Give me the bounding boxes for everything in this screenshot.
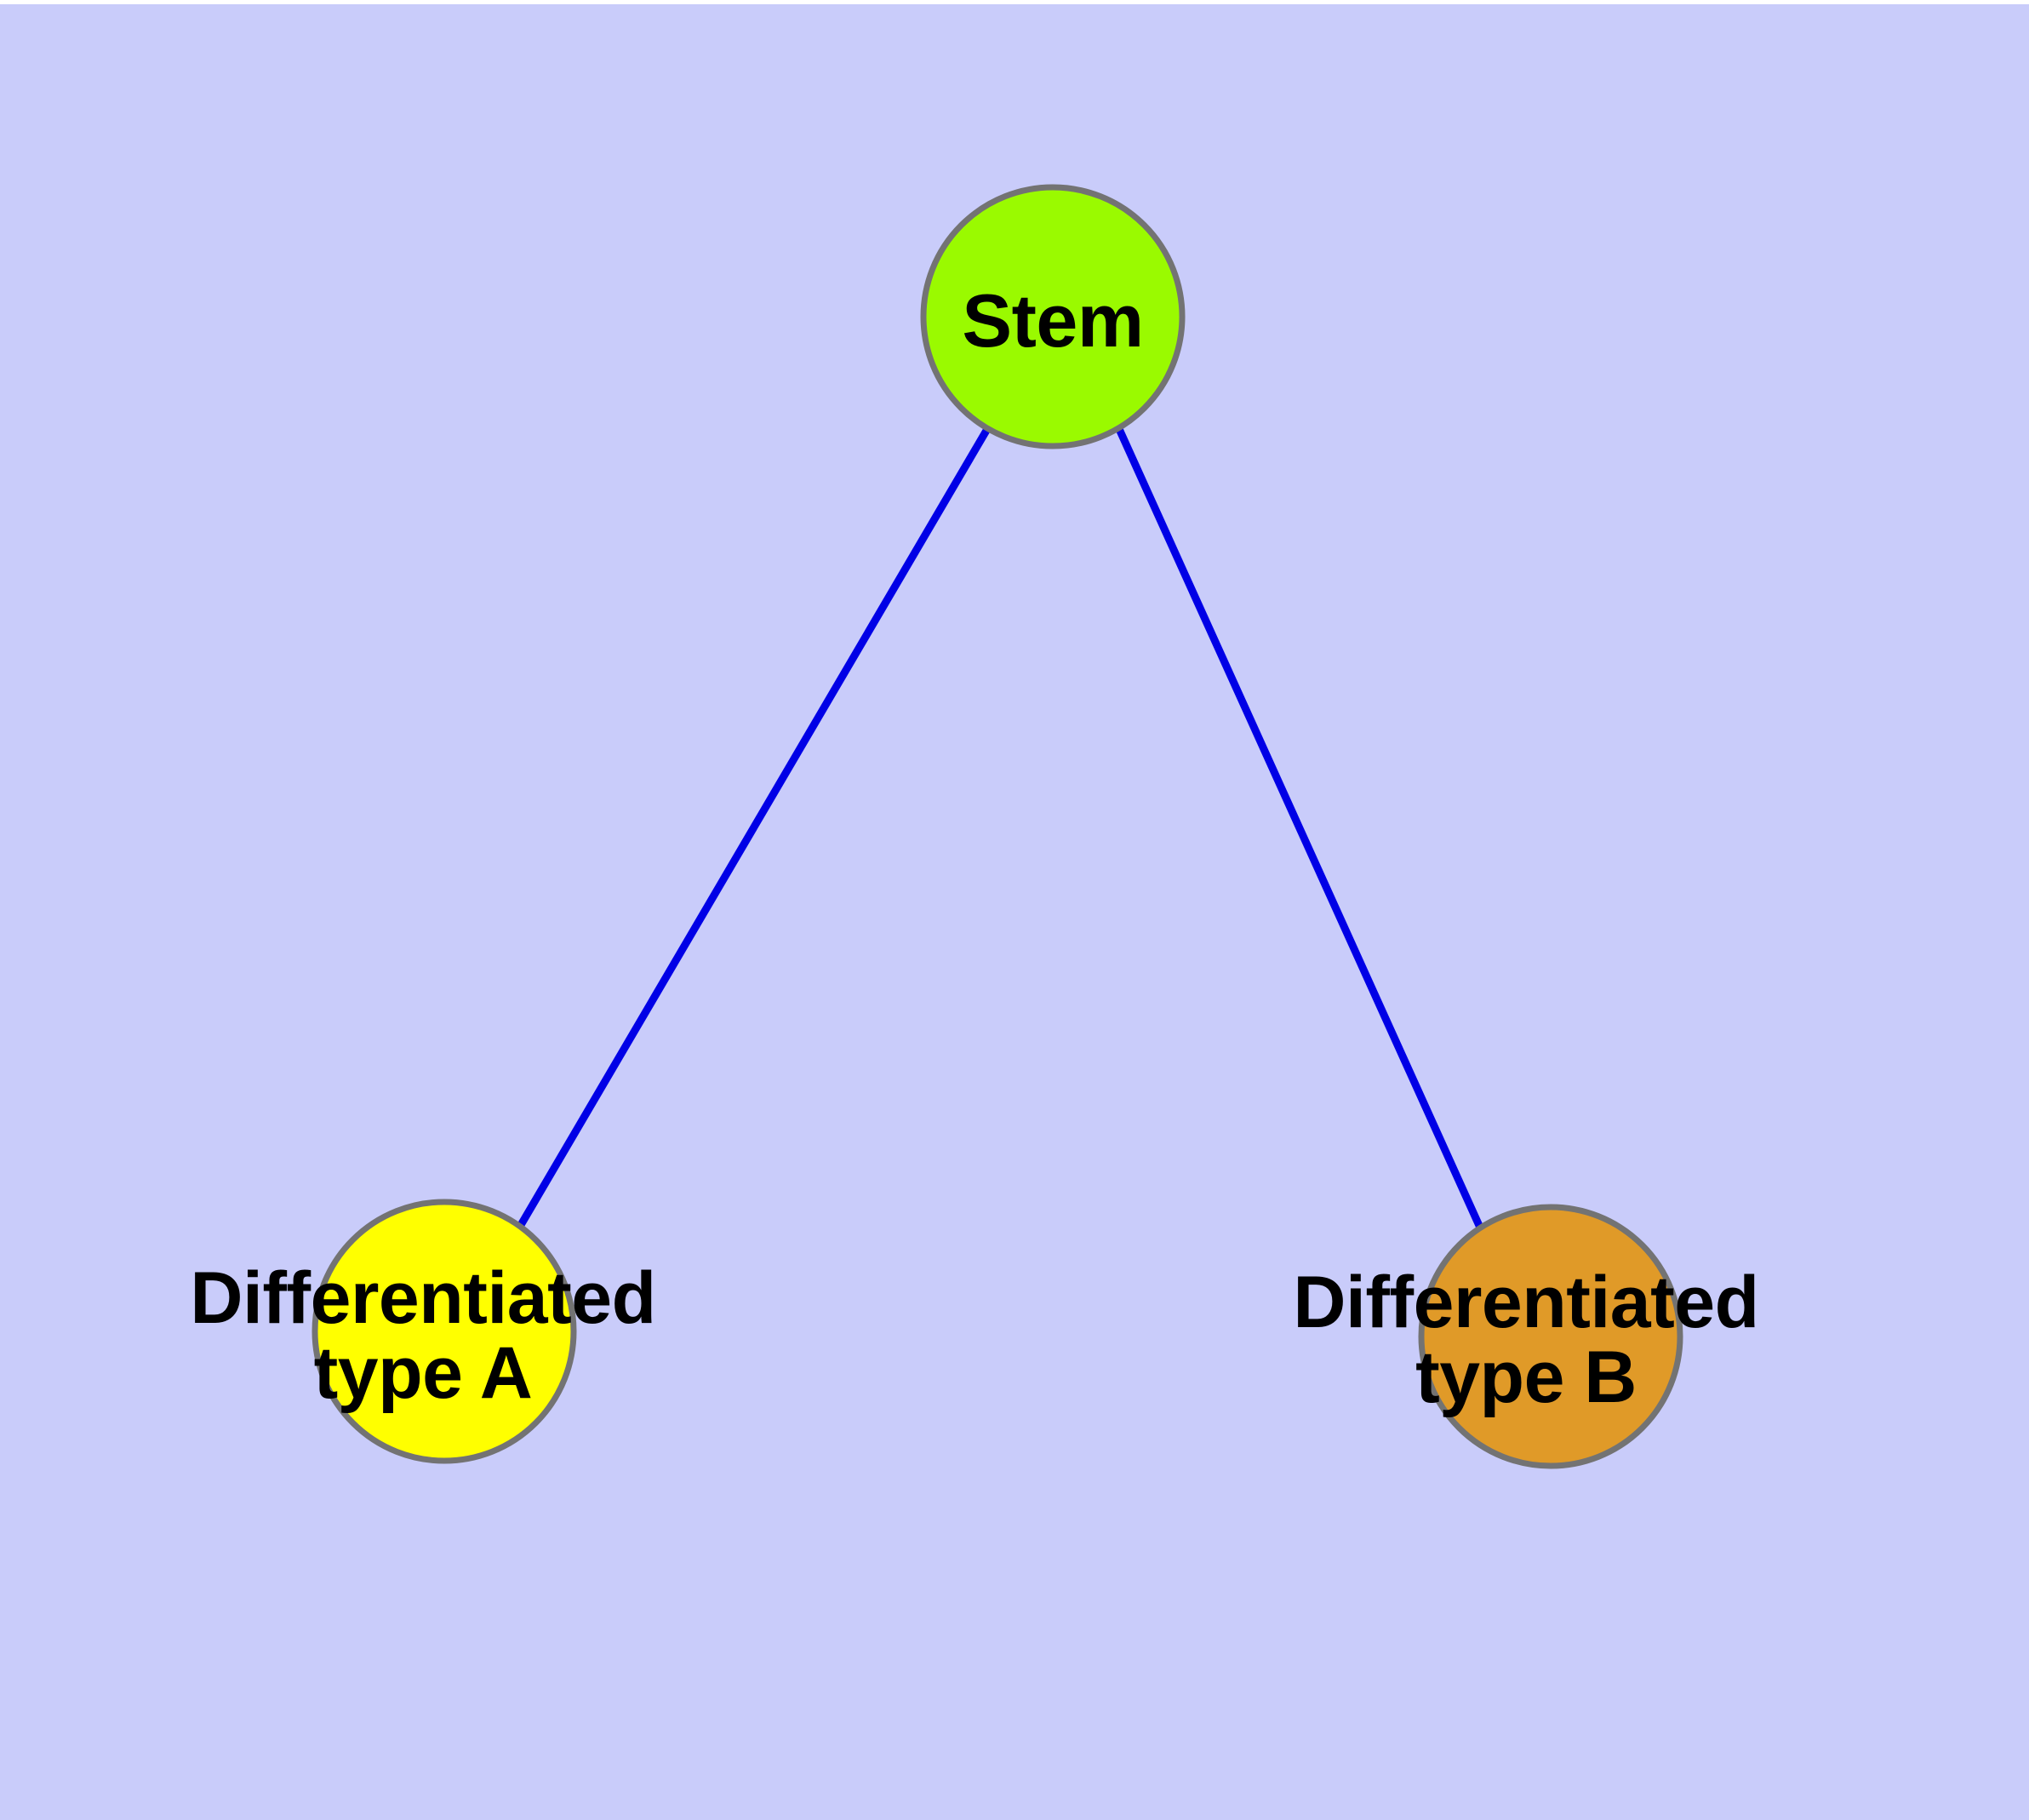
nodes-group — [311, 184, 1683, 1469]
graph-svg — [311, 184, 1683, 1469]
graph-node-diff_a[interactable] — [311, 1199, 577, 1464]
graph-edge-stem-to-diff_a — [517, 426, 991, 1228]
edges-group — [517, 426, 1484, 1229]
graph-node-stem[interactable] — [920, 184, 1186, 449]
graph-node-diff_b[interactable] — [1418, 1204, 1683, 1469]
diagram-plot-area: Stem Differentiated type A Differentiate… — [0, 4, 2029, 1820]
graph-edge-stem-to-diff_b — [1115, 427, 1484, 1229]
